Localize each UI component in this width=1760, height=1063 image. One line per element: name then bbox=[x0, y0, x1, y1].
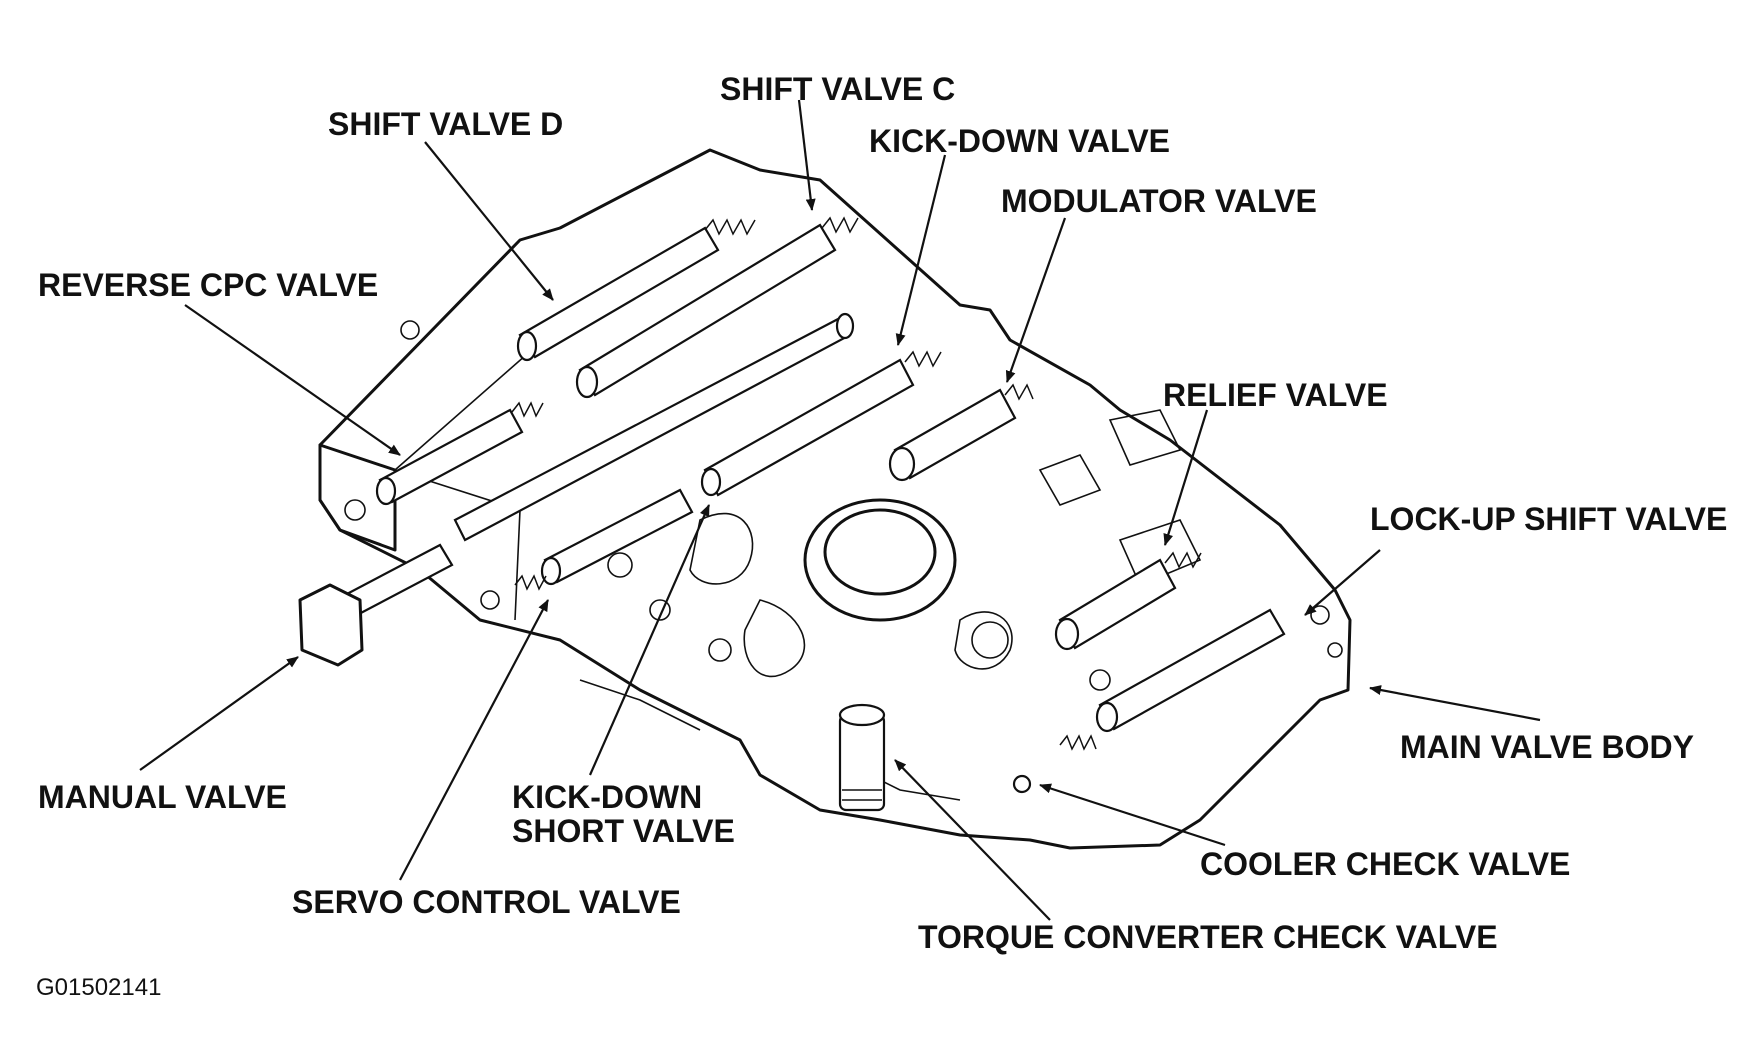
label-kick-down-valve: KICK-DOWN VALVE bbox=[869, 123, 1170, 159]
label-servo-control-valve: SERVO CONTROL VALVE bbox=[292, 884, 681, 920]
label-shift-valve-c: SHIFT VALVE C bbox=[720, 71, 955, 107]
leader-relief-valve bbox=[1163, 409, 1209, 546]
leader-manual-valve bbox=[139, 656, 299, 771]
label-cooler-check-valve: COOLER CHECK VALVE bbox=[1200, 846, 1570, 882]
leader-torque-converter-check-valve bbox=[894, 759, 1051, 921]
label-kick-down-short-valve-line2: SHORT VALVE bbox=[512, 813, 735, 849]
label-main-valve-body: MAIN VALVE BODY bbox=[1400, 729, 1694, 765]
leader-kick-down-short-valve bbox=[588, 504, 711, 776]
leader-cooler-check-valve bbox=[1039, 783, 1226, 847]
kick-down-valve-illustration bbox=[700, 350, 942, 497]
servo-control-valve-illustration bbox=[514, 488, 694, 591]
figure-id: G01502141 bbox=[36, 974, 161, 1001]
label-relief-valve: RELIEF VALVE bbox=[1163, 377, 1388, 413]
main-valve-body-illustration bbox=[318, 148, 1352, 850]
modulator-valve-illustration bbox=[888, 383, 1034, 482]
long-valve-illustration bbox=[453, 312, 855, 542]
leader-kick-down-valve bbox=[895, 154, 947, 346]
shift-valve-d-illustration bbox=[516, 218, 756, 362]
leader-reverse-cpc-valve bbox=[184, 304, 401, 456]
leader-servo-control-valve bbox=[399, 599, 549, 881]
label-torque-converter-check-valve: TORQUE CONVERTER CHECK VALVE bbox=[918, 919, 1498, 955]
reverse-cpc-valve-illustration bbox=[375, 401, 544, 506]
leader-lines bbox=[139, 99, 1541, 921]
lock-up-shift-valve-illustration bbox=[1059, 608, 1286, 751]
relief-valve-illustration bbox=[1054, 551, 1202, 651]
leader-lock-up-shift-valve bbox=[1304, 549, 1381, 616]
shift-valve-c-illustration bbox=[575, 216, 859, 399]
label-shift-valve-d: SHIFT VALVE D bbox=[328, 106, 563, 142]
label-reverse-cpc-valve: REVERSE CPC VALVE bbox=[38, 267, 378, 303]
label-lock-up-shift-valve: LOCK-UP SHIFT VALVE bbox=[1370, 501, 1727, 537]
label-kick-down-short-valve-line1: KICK-DOWN bbox=[512, 779, 702, 815]
leader-main-valve-body bbox=[1369, 685, 1541, 722]
label-manual-valve: MANUAL VALVE bbox=[38, 779, 287, 815]
cooler-check-valve-illustration bbox=[1012, 774, 1032, 794]
leader-shift-valve-c bbox=[797, 99, 816, 211]
manual-valve-illustration bbox=[298, 543, 454, 667]
leader-modulator-valve bbox=[1005, 217, 1067, 383]
leader-shift-valve-d bbox=[424, 141, 554, 301]
label-modulator-valve: MODULATOR VALVE bbox=[1001, 183, 1317, 219]
torque-converter-check-valve-illustration bbox=[838, 703, 886, 812]
callout-labels: SHIFT VALVE C SHIFT VALVE D KICK-DOWN VA… bbox=[36, 71, 1727, 1001]
